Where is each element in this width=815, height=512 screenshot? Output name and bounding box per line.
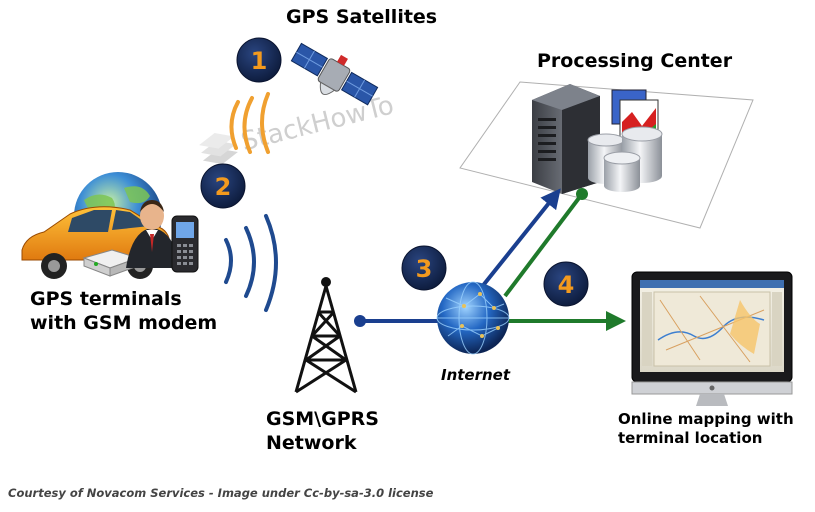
satellite-signal-icon bbox=[229, 92, 270, 154]
step-badge-2: 2 bbox=[200, 163, 246, 209]
online-mapping-label: Online mapping with terminal location bbox=[618, 410, 794, 448]
step-badge-1: 1 bbox=[236, 37, 282, 83]
gps-terminals-label: GPS terminals with GSM modem bbox=[30, 288, 217, 336]
gps-terminals-line-2: with GSM modem bbox=[30, 311, 218, 334]
gps-satellites-label: GPS Satellites bbox=[286, 6, 438, 28]
step-number: 4 bbox=[558, 271, 575, 299]
step-number: 2 bbox=[215, 173, 232, 201]
terminal-signal-icon bbox=[224, 214, 278, 312]
database-icon bbox=[587, 126, 663, 192]
step-badge-3: 3 bbox=[401, 245, 447, 291]
credit-text: Courtesy of Novacom Services - Image und… bbox=[8, 486, 434, 500]
processing-center bbox=[459, 81, 754, 229]
gps-terminals-line-1: GPS terminals bbox=[30, 288, 182, 310]
processing-center-label: Processing Center bbox=[537, 50, 733, 72]
phone-icon bbox=[171, 215, 199, 273]
step-number: 3 bbox=[416, 255, 433, 283]
tower-icon bbox=[294, 277, 358, 394]
gsm-network-label: GSM\GPRS Network bbox=[266, 408, 379, 456]
gps-terminals bbox=[21, 172, 199, 279]
internet-label: Internet bbox=[441, 366, 511, 384]
gsm-network-line-2: Network bbox=[266, 431, 357, 454]
downlink-dot bbox=[576, 188, 588, 200]
tower-link-dot bbox=[354, 315, 366, 327]
map-icon bbox=[642, 291, 782, 367]
downlink-line bbox=[503, 192, 584, 298]
satellite-icon bbox=[290, 42, 379, 106]
stack-logo-icon bbox=[199, 133, 238, 165]
uplink-arrow bbox=[479, 188, 561, 290]
step-number: 1 bbox=[251, 47, 268, 75]
gsm-network-line-1: GSM\GPRS bbox=[266, 408, 379, 430]
monitor-icon bbox=[631, 271, 793, 406]
internet-globe-icon bbox=[436, 281, 510, 355]
online-mapping-line-1: Online mapping with bbox=[618, 410, 794, 428]
online-mapping-line-2: terminal location bbox=[618, 428, 763, 447]
connection-lines bbox=[354, 188, 626, 331]
person-icon bbox=[126, 200, 180, 268]
step-badge-4: 4 bbox=[543, 261, 589, 307]
